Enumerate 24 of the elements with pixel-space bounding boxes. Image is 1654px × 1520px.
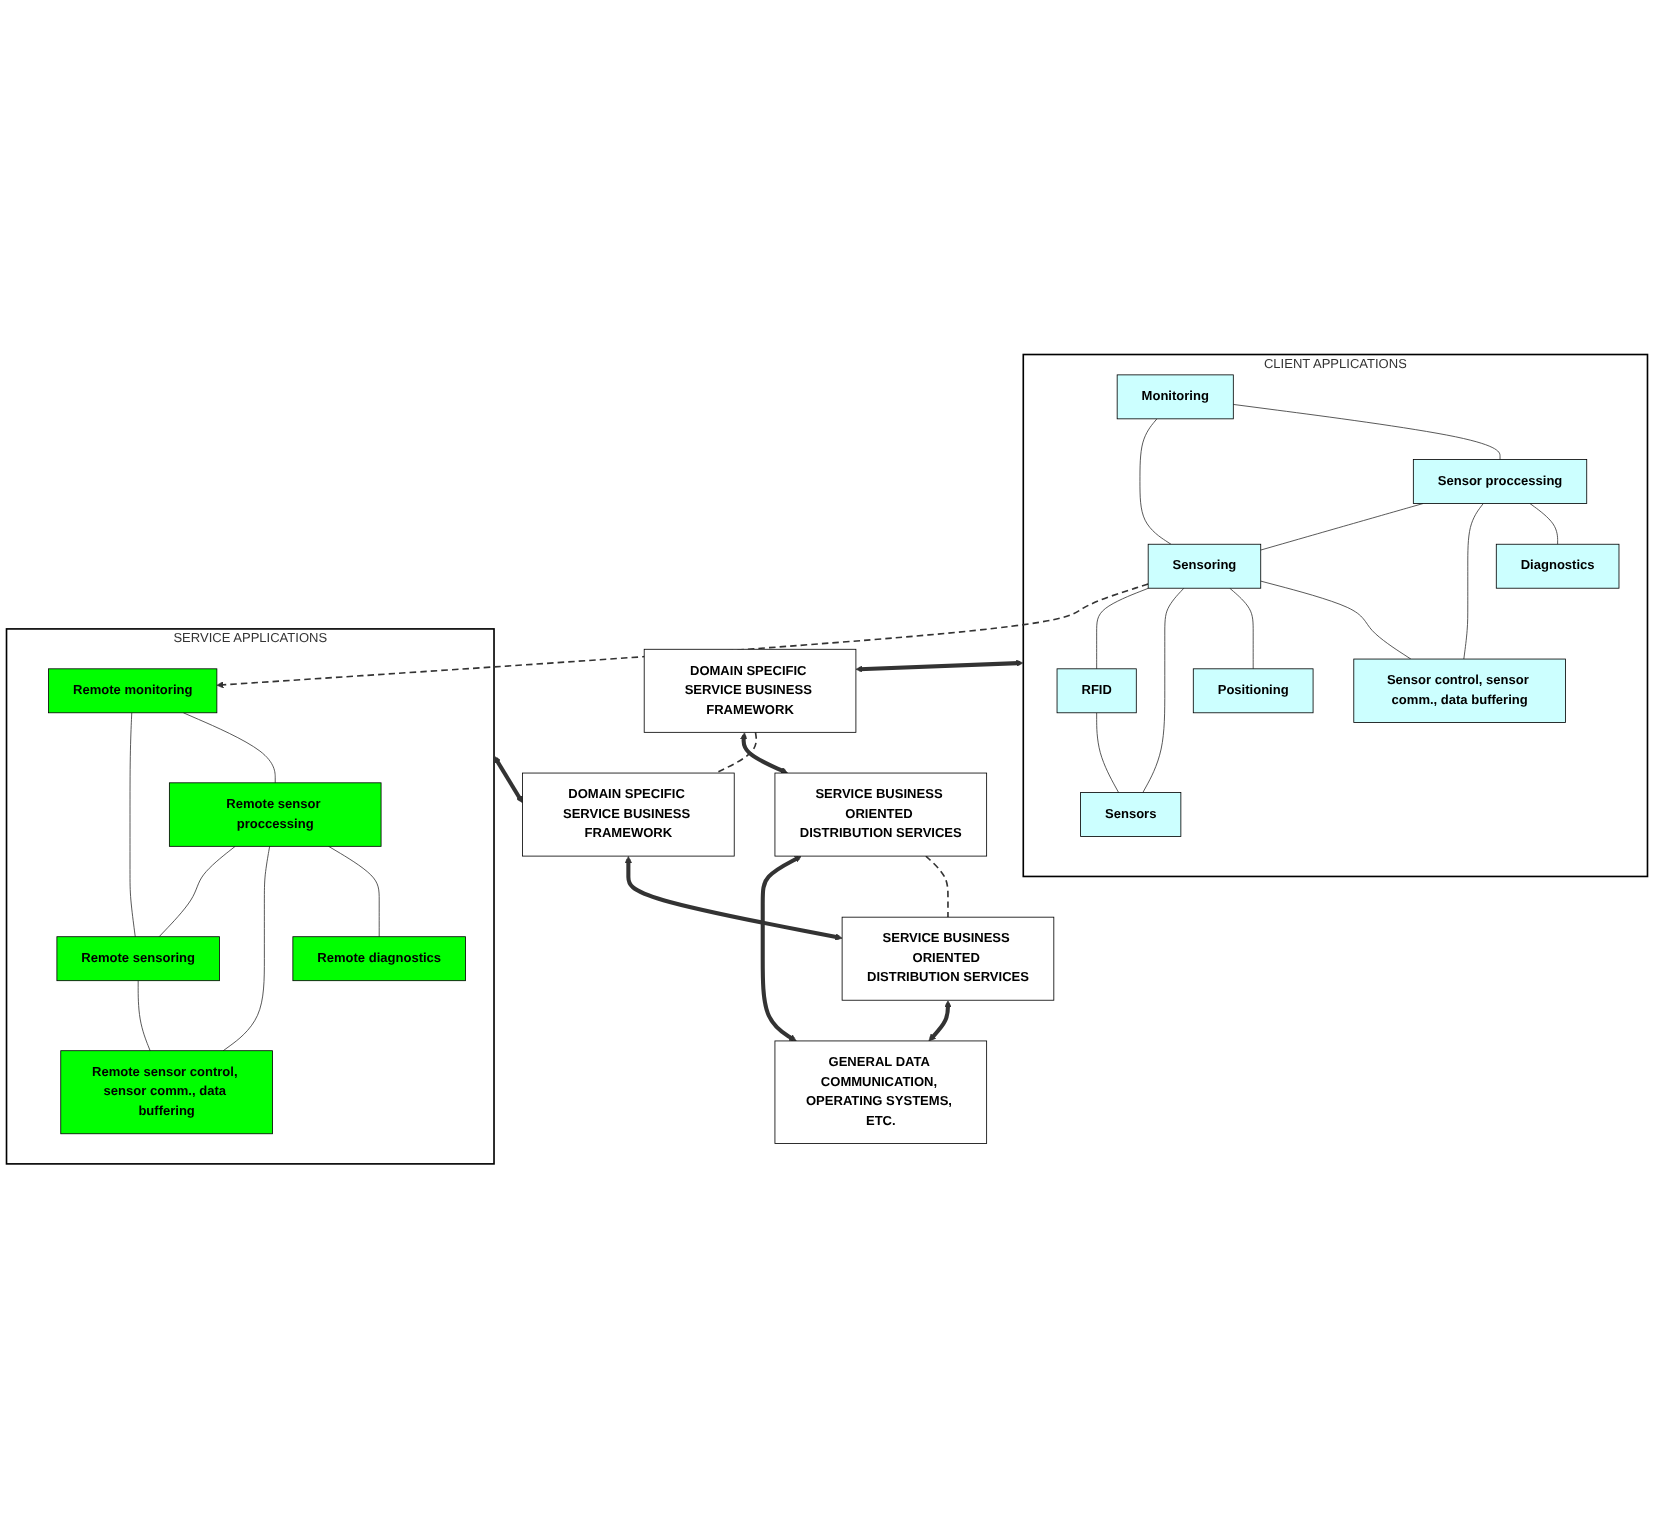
- connector: [1232, 404, 1501, 461]
- connector: [158, 846, 236, 938]
- connector: [1229, 588, 1254, 670]
- connector: [1260, 581, 1412, 661]
- arrow: [216, 584, 1149, 690]
- arrow: [740, 733, 788, 775]
- connector: [137, 981, 151, 1052]
- connector: [714, 732, 758, 775]
- connector: [1529, 503, 1559, 546]
- connector: [925, 856, 949, 919]
- arrow: [855, 660, 1024, 674]
- connector: [1096, 713, 1120, 794]
- connector: [1139, 419, 1172, 546]
- connector: [1096, 588, 1149, 670]
- connector: [129, 713, 136, 938]
- connector: [222, 846, 271, 1052]
- arrow: [493, 756, 523, 804]
- arrow: [760, 856, 802, 1043]
- connector: [1463, 503, 1484, 661]
- arrow: [624, 856, 843, 942]
- arrow: [928, 1001, 952, 1043]
- connector: [328, 846, 380, 938]
- connector: [182, 713, 276, 784]
- connector: [1142, 588, 1185, 794]
